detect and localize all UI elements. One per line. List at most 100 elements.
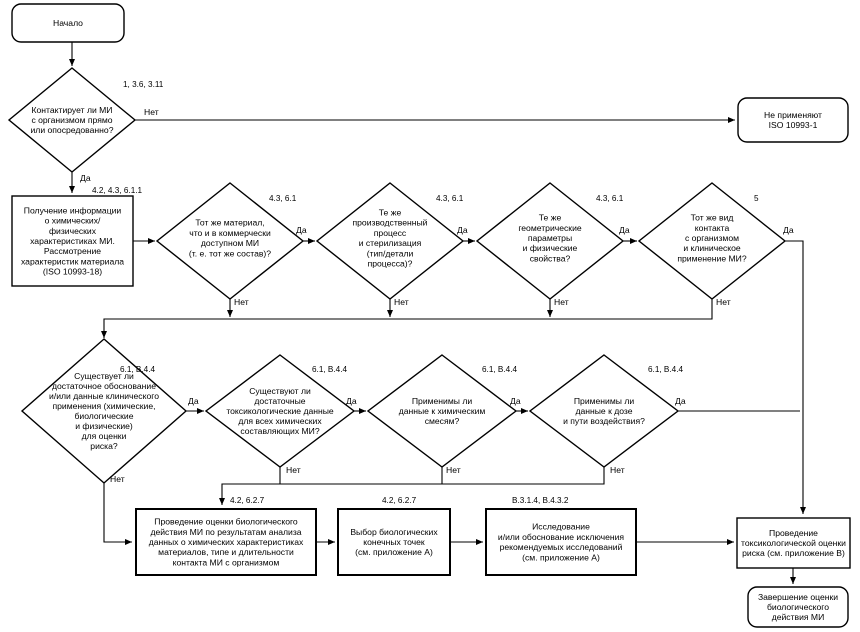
d_clinical-text-line: риска?	[90, 441, 118, 451]
no-label: Нет	[286, 465, 301, 475]
d_geometry-text-line: геометрические	[518, 223, 582, 233]
ref-contact-clause: 1, 3.6, 3.11	[123, 80, 164, 89]
ref-material-clause: 4.3, 6.1	[269, 194, 297, 203]
start-box	[11, 3, 125, 43]
d_dose-text-line: Применимы ли	[574, 396, 634, 406]
connector	[101, 299, 713, 338]
no-label: Нет	[610, 465, 625, 475]
d_mixtures-text-line: Применимы ли	[412, 396, 472, 406]
no-label: Нет	[446, 465, 461, 475]
d_clinical-text-line: достаточное обоснование	[52, 381, 156, 391]
d_dose-text-line: данные к дозе	[575, 406, 632, 416]
d_dose-diamond	[528, 354, 680, 468]
bio_eval-text-line: действия МИ по результатам анализа	[150, 527, 301, 537]
research-text-line: (см. приложение А)	[522, 552, 600, 562]
d_geometry-diamond	[475, 182, 625, 300]
d_material-text-line: что и в коммерчески	[189, 228, 271, 238]
ref-bio_eval-clause: 4.2, 6.2.7	[230, 496, 265, 505]
finish-text-line: Завершение оценки	[758, 592, 838, 602]
d_contact_type-text-line: и клиническое	[683, 243, 741, 253]
yes-label: Да	[80, 173, 91, 183]
info-text-line: характеристик материала	[21, 256, 124, 266]
start-text-line: Начало	[53, 18, 83, 28]
d_tox_data-diamond	[204, 354, 356, 468]
info-text-line: физических	[49, 226, 97, 236]
ref-research-clause: B.3.1.4, B.4.3.2	[512, 496, 569, 505]
d_clinical-text-line: Существует ли	[74, 371, 134, 381]
tox_eval-text-line: токсикологической оценки	[741, 538, 846, 548]
info-box	[11, 195, 134, 287]
d_geometry-text-line: параметры	[528, 233, 572, 243]
yes-label: Да	[619, 225, 630, 235]
d_process-text-line: производственный	[353, 218, 428, 228]
not_applied-box	[737, 97, 849, 143]
yes-label: Да	[296, 225, 307, 235]
endpoints-text-line: конечных точек	[363, 537, 425, 547]
no-label: Нет	[716, 297, 731, 307]
d_contact-text-line: с организмом прямо	[31, 115, 112, 125]
tox_eval-box	[736, 517, 851, 569]
d_mixtures-text-line: данные к химическим	[399, 406, 486, 416]
d_contact_type-text-line: с организмом	[685, 233, 739, 243]
d_process-text-line: процесс	[374, 228, 407, 238]
d_tox_data-text-line: составляющих МИ?	[240, 426, 319, 436]
bio_eval-text-line: контакта МИ с организмом	[173, 557, 280, 567]
ref-geometry-clause: 4.3, 6.1	[596, 194, 624, 203]
research-text-line: рекомендуемых исследований	[500, 542, 623, 552]
d_process-text-line: процесса)?	[368, 259, 413, 269]
bio_eval-text-line: Проведение оценки биологического	[154, 517, 298, 527]
info-text-line: Рассмотрение	[44, 246, 101, 256]
connector	[280, 467, 605, 485]
connector	[785, 240, 806, 514]
not_applied-text-line: Не применяют	[764, 110, 822, 120]
tox_eval-text-line: риска (см. приложение В)	[742, 548, 845, 558]
d_tox_data-text-line: токсикологические данные	[226, 406, 334, 416]
tox_eval-text-line: Проведение	[769, 528, 818, 538]
d_tox_data-text-line: Существуют ли	[249, 386, 311, 396]
d_contact-diamond	[7, 67, 137, 173]
d_contact-text-line: Контактирует ли МИ	[32, 105, 113, 115]
d_mixtures-text-line: смесям?	[425, 416, 460, 426]
no-label: Нет	[394, 297, 409, 307]
d_material-text-line: Тот же материал,	[195, 218, 264, 228]
d_material-diamond	[155, 182, 305, 300]
info-text-line: о химических/	[45, 216, 101, 226]
ref-clinical-clause: 6.1, B.4.4	[120, 365, 155, 374]
d_process-text-line: и стерилизация	[359, 238, 422, 248]
d_geometry-text-line: и физические	[523, 243, 578, 253]
d_geometry-text-line: Те же	[539, 213, 562, 223]
yes-label: Да	[188, 396, 199, 406]
d_mixtures-diamond	[366, 354, 518, 468]
d_clinical-diamond	[20, 338, 188, 484]
research-box	[485, 508, 637, 576]
ref-info-clause: 4.2, 4.3, 6.1.1	[92, 186, 143, 195]
no-label: Нет	[110, 474, 125, 484]
info-text-line: характеристиках МИ.	[30, 236, 115, 246]
d_geometry-text-line: свойства?	[530, 253, 571, 263]
ref-process-clause: 4.3, 6.1	[436, 194, 464, 203]
no-label: Нет	[144, 107, 159, 117]
yes-label: Да	[783, 225, 794, 235]
info-text-line: (ISO 10993-18)	[43, 267, 102, 277]
bio_eval-text-line: материалов, типе и длительности	[158, 547, 294, 557]
shapes	[7, 3, 851, 628]
not_applied-text-line: ISO 10993-1	[769, 120, 818, 130]
no-label: Нет	[554, 297, 569, 307]
research-text-line: Исследование	[532, 522, 590, 532]
bio_eval-box	[135, 508, 317, 576]
d_material-text-line: доступном МИ	[201, 238, 259, 248]
d_contact_type-text-line: контакта	[695, 223, 730, 233]
finish-text-line: биологического	[767, 602, 829, 612]
endpoints-text-line: Выбор биологических	[350, 527, 438, 537]
d_clinical-text-line: и/или данные клинического	[49, 391, 159, 401]
d_contact_type-diamond	[637, 182, 787, 300]
d_tox_data-text-line: достаточные	[254, 396, 305, 406]
endpoints-text-line: (см. приложение А)	[355, 547, 433, 557]
d_contact-text-line: или опосредованно?	[31, 125, 114, 135]
d_material-text-line: (т. е. тот же состав)?	[189, 248, 271, 258]
connectors	[69, 42, 806, 584]
ref-mixtures-clause: 6.1, B.4.4	[482, 365, 517, 374]
yes-label: Да	[457, 225, 468, 235]
no-label: Нет	[234, 297, 249, 307]
